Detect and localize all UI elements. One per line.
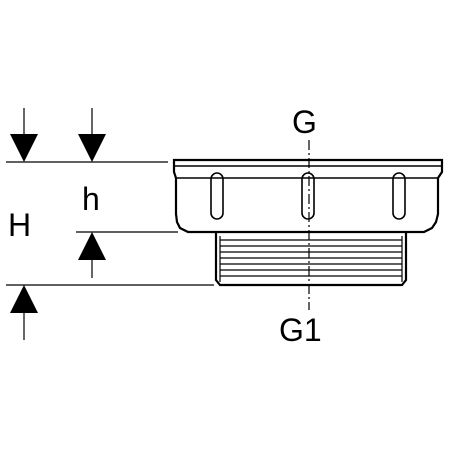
nut-rib-center	[301, 172, 315, 220]
arrow-h-bottom-head	[10, 285, 38, 313]
nut-body	[172, 158, 444, 234]
arrow-h-top-head	[10, 134, 38, 162]
arrow-small-h-top-head	[78, 134, 106, 162]
bottom-thread-label: G1	[279, 312, 322, 348]
threaded-fitting	[172, 158, 444, 287]
partial-height-label: h	[82, 181, 100, 217]
nut-rib-right	[392, 172, 406, 220]
nut-rib-left	[210, 172, 224, 220]
thread-lines	[219, 236, 403, 282]
reference-lines	[6, 161, 214, 286]
overall-height-label: H	[8, 207, 31, 243]
top-thread-label: G	[292, 104, 317, 140]
threaded-spigot	[214, 232, 408, 287]
arrow-small-h-bottom-head	[78, 232, 106, 260]
dimension-arrows	[10, 108, 106, 340]
